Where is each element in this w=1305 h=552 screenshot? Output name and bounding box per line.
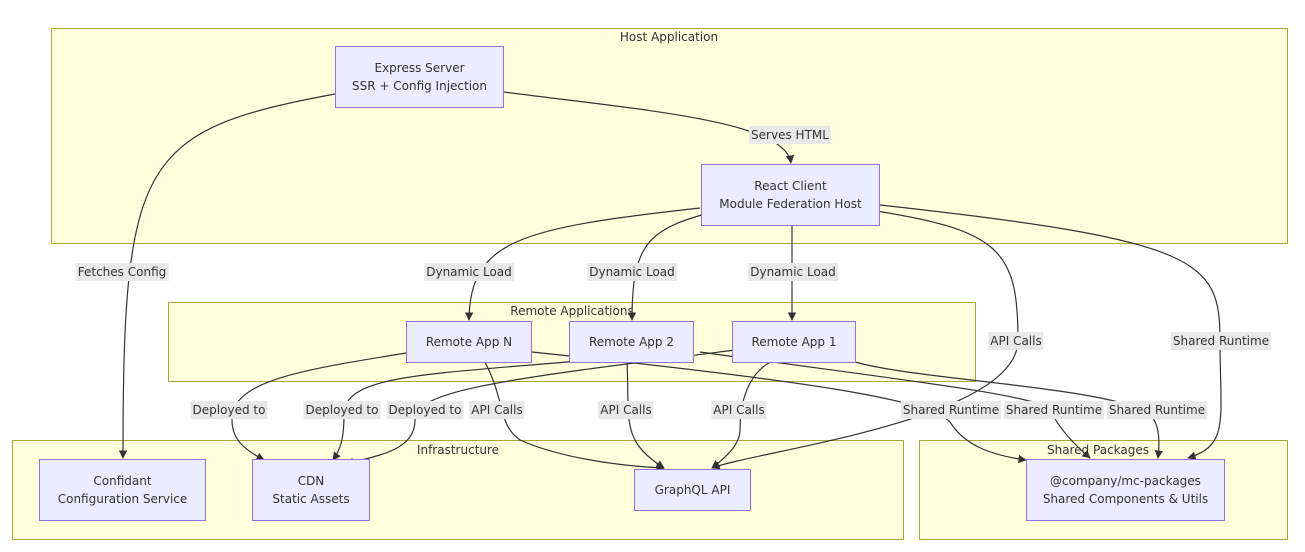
edge-remote-1-to-packages (854, 361, 1164, 459)
edge-remote-1-to-graphql (711, 361, 771, 469)
edge-label-shared-runtime-2: Shared Runtime (1003, 401, 1105, 419)
node-cdn-subtitle: Static Assets (272, 492, 350, 506)
edge-label-deployed-to-2: Deployed to (303, 401, 381, 419)
edge-remote-2-to-cdn (332, 359, 591, 461)
node-express-server[interactable]: Express Server SSR + Config Injection (335, 46, 504, 108)
edge-remote-2-to-graphql (626, 361, 665, 469)
node-express-server-subtitle: SSR + Config Injection (351, 79, 488, 93)
node-graphql-api-title: GraphQL API (654, 483, 731, 497)
node-cdn-title: CDN (297, 474, 325, 488)
edge-label-shared-runtime-n: Shared Runtime (900, 401, 1002, 419)
edge-label-api-calls-1: API Calls (711, 401, 767, 419)
edge-express-to-confidant (118, 93, 336, 459)
node-react-client[interactable]: React Client Module Federation Host (701, 164, 880, 226)
edge-label-dynamic-load-2: Dynamic Load (587, 263, 677, 281)
edge-remote-2-to-packages (699, 351, 1091, 459)
edge-label-shared-runtime-host: Shared Runtime (1170, 332, 1272, 350)
node-remote-app-n-title: Remote App N (425, 335, 513, 349)
cluster-title-host-application: Host Application (619, 30, 719, 44)
node-confidant-title: Confidant (93, 474, 152, 488)
node-express-server-title: Express Server (374, 61, 465, 75)
edge-label-deployed-to-1: Deployed to (386, 401, 464, 419)
node-mc-packages-title: @company/mc-packages (1050, 474, 1201, 488)
edge-label-api-calls-2: API Calls (598, 401, 654, 419)
edge-react-to-packages (879, 204, 1222, 460)
edge-react-to-graphql (711, 209, 1019, 470)
node-react-client-title: React Client (754, 179, 827, 193)
edge-label-fetches-config: Fetches Config (75, 263, 169, 281)
node-remote-app-1-title: Remote App 1 (751, 335, 837, 349)
edge-label-deployed-to-n: Deployed to (190, 401, 268, 419)
cluster-title-remote-applications: Remote Applications (510, 304, 634, 318)
edge-remote-n-to-graphql (484, 361, 665, 472)
node-cdn[interactable]: CDN Static Assets (252, 459, 370, 521)
node-graphql-api[interactable]: GraphQL API (634, 469, 751, 511)
node-mc-packages[interactable]: @company/mc-packages Shared Components &… (1026, 459, 1225, 521)
node-confidant-subtitle: Configuration Service (57, 492, 188, 506)
cluster-title-shared-packages: Shared Packages (1046, 443, 1150, 457)
cluster-host-application (51, 28, 1288, 244)
edge-react-to-remote-2 (627, 209, 721, 321)
edge-label-dynamic-load-1: Dynamic Load (748, 263, 838, 281)
edge-react-to-remote-n (464, 207, 701, 321)
edge-label-api-calls-n: API Calls (469, 401, 525, 419)
node-remote-app-1[interactable]: Remote App 1 (732, 321, 856, 363)
edge-label-api-calls-host: API Calls (988, 332, 1044, 350)
node-react-client-subtitle: Module Federation Host (719, 197, 862, 211)
edge-label-shared-runtime-1: Shared Runtime (1106, 401, 1208, 419)
node-remote-app-n[interactable]: Remote App N (406, 321, 532, 363)
node-confidant[interactable]: Confidant Configuration Service (39, 459, 206, 521)
edge-label-dynamic-load-n: Dynamic Load (424, 263, 514, 281)
edge-express-to-react (503, 91, 795, 164)
node-mc-packages-subtitle: Shared Components & Utils (1042, 492, 1209, 506)
cluster-title-infrastructure: Infrastructure (416, 443, 500, 457)
edge-label-serves-html: Serves HTML (749, 126, 831, 144)
node-remote-app-2-title: Remote App 2 (588, 335, 674, 349)
node-remote-app-2[interactable]: Remote App 2 (569, 321, 694, 363)
edge-remote-n-to-cdn (231, 349, 426, 461)
